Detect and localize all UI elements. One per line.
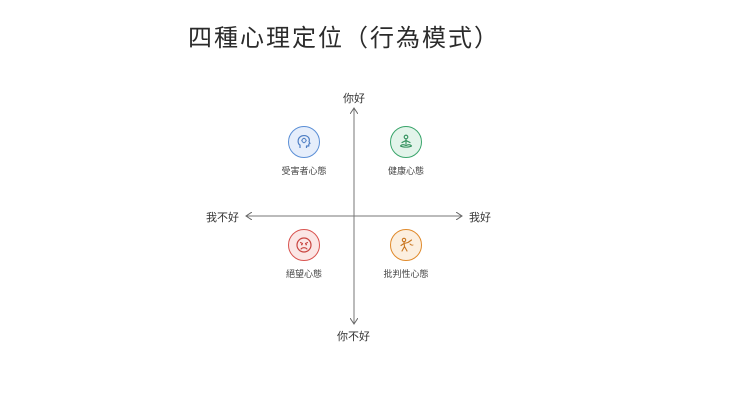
sad-face-icon	[288, 229, 320, 261]
quadrant-top-right: 健康心態	[361, 126, 451, 177]
head-gear-icon	[288, 126, 320, 158]
axis-label-bottom: 你不好	[337, 330, 370, 343]
quadrant-label-despair: 絕望心態	[285, 270, 322, 280]
quadrant-bottom-right: 批判性心態	[361, 229, 451, 280]
axis-label-left: 我不好	[206, 211, 239, 224]
page-title: 四種心理定位（行為模式）	[188, 24, 500, 52]
quadrant-label-victim: 受害者心態	[281, 167, 327, 177]
quadrant-bottom-left: 絕望心態	[259, 229, 349, 280]
pointing-person-icon	[390, 229, 422, 261]
quadrant-label-critical: 批判性心態	[383, 270, 429, 280]
axis-label-right: 我好	[469, 211, 491, 224]
meditation-icon	[390, 126, 422, 158]
quadrant-label-healthy: 健康心態	[387, 167, 424, 177]
axis-label-top: 你好	[343, 92, 365, 105]
quadrant-top-left: 受害者心態	[259, 126, 349, 177]
